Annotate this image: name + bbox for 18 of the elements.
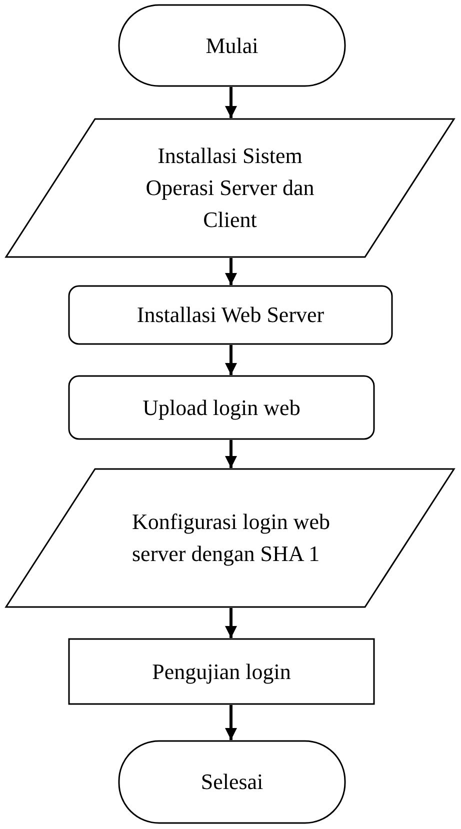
process-box (68, 638, 375, 705)
node-label: Pengujian login (152, 658, 291, 686)
node-label: Konfigurasi login web server dengan SHA 1 (132, 508, 331, 568)
process-box (68, 285, 393, 345)
arrow (225, 258, 237, 285)
arrow (225, 345, 237, 375)
arrow (225, 440, 237, 468)
node-label: Upload login web (142, 394, 300, 422)
node-label: Installasi Web Server (136, 301, 324, 330)
input-output-parallelogram (5, 118, 455, 258)
arrow (225, 608, 237, 638)
node-label: Installasi Sistem Operasi Server dan Client (144, 142, 316, 234)
arrow (225, 87, 237, 118)
process-box (68, 375, 375, 440)
input-output-parallelogram (5, 468, 455, 608)
arrow (225, 705, 237, 740)
node-label: Mulai (206, 32, 258, 60)
node-label: Selesai (200, 768, 264, 796)
